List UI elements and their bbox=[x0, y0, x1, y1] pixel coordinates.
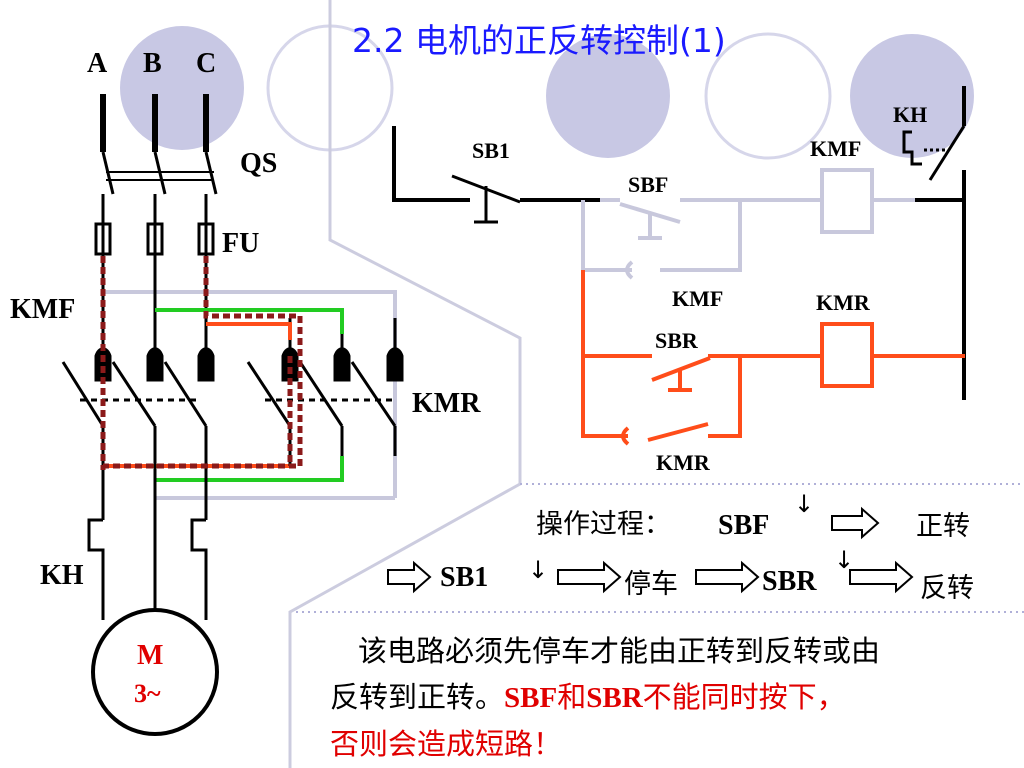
kmr-coil bbox=[820, 322, 874, 388]
step3-button-text: SBR bbox=[762, 566, 817, 597]
note-paragraph: 该电路必须先停车才能由正转到反转或由 反转到正转。SBF和SBR不能同时按下， … bbox=[330, 628, 1010, 767]
phase-b-label: B bbox=[143, 48, 162, 79]
procedure-arrows bbox=[387, 506, 914, 594]
note-line-3: 否则会造成短路！ bbox=[330, 727, 563, 761]
slide-title: 2.2 电机的正反转控制(1) bbox=[352, 21, 726, 60]
procedure-label: 操作过程： bbox=[536, 509, 671, 540]
kmf-main-label: KMF bbox=[10, 294, 75, 325]
step1-result: 正转 bbox=[916, 511, 970, 542]
sbf-label: SBF bbox=[628, 172, 668, 197]
kh-thermal-element bbox=[87, 518, 208, 620]
kh-main-label: KH bbox=[40, 560, 84, 591]
kmf-holding-label: KMF bbox=[672, 286, 723, 311]
kmf-coil bbox=[820, 168, 915, 234]
background-decor bbox=[120, 0, 1024, 768]
note-cannot-press: 不能同时按下， bbox=[642, 680, 846, 714]
motor-label: M bbox=[137, 640, 163, 671]
kmf-coil-label: KMF bbox=[810, 136, 861, 161]
kh-overload-contact bbox=[902, 86, 966, 400]
step1-button: SBF bbox=[718, 510, 769, 542]
step2-result: 停车 bbox=[624, 569, 678, 600]
sbr-reverse-button bbox=[651, 356, 711, 392]
note-and: 和 bbox=[557, 680, 587, 714]
note-line-2: 反转到正转。SBF和SBR不能同时按下， bbox=[330, 674, 1010, 721]
control-circuit: SB1 SBF KMF KMF KH bbox=[392, 86, 966, 475]
qs-switch bbox=[101, 151, 218, 195]
phase-a-label: A bbox=[87, 48, 108, 79]
kmr-main-label: KMR bbox=[412, 388, 481, 419]
step3-press-arrow: ↓ bbox=[834, 546, 855, 574]
kmr-main-contacts bbox=[246, 347, 404, 427]
kmr-holding-label: KMR bbox=[656, 450, 711, 475]
note-line-2-black: 反转到正转。 bbox=[330, 680, 505, 714]
motor-phase-label: 3~ bbox=[134, 679, 161, 708]
phase-c-label: C bbox=[196, 48, 216, 79]
step2-button-text: SB1 bbox=[440, 562, 489, 593]
sb1-stop-button bbox=[451, 174, 600, 224]
fuse-fu bbox=[94, 222, 215, 256]
fu-label: FU bbox=[222, 228, 259, 259]
step2-press-arrow: ↓ bbox=[528, 556, 549, 584]
qs-label: QS bbox=[240, 148, 277, 179]
main-circuit: A B C QS bbox=[10, 48, 481, 736]
kh-control-label: KH bbox=[893, 102, 927, 127]
sb1-label: SB1 bbox=[472, 138, 510, 163]
step3-result: 反转 bbox=[920, 573, 974, 604]
step1-button-text: SBF bbox=[718, 510, 770, 541]
step1-press-arrow: ↓ bbox=[794, 490, 815, 518]
note-line-1: 该电路必须先停车才能由正转到反转或由 bbox=[358, 634, 881, 668]
sbf-forward-button bbox=[581, 198, 820, 280]
kmr-coil-label: KMR bbox=[816, 290, 871, 315]
step2-button: SB1 bbox=[440, 562, 488, 594]
note-sbf: SBF bbox=[504, 682, 558, 714]
kmf-main-contacts bbox=[61, 347, 215, 427]
note-sbr: SBR bbox=[586, 682, 643, 714]
motor-m: M 3~ bbox=[91, 608, 219, 736]
sbr-label: SBR bbox=[655, 328, 699, 353]
step3-button: SBR bbox=[762, 566, 816, 598]
